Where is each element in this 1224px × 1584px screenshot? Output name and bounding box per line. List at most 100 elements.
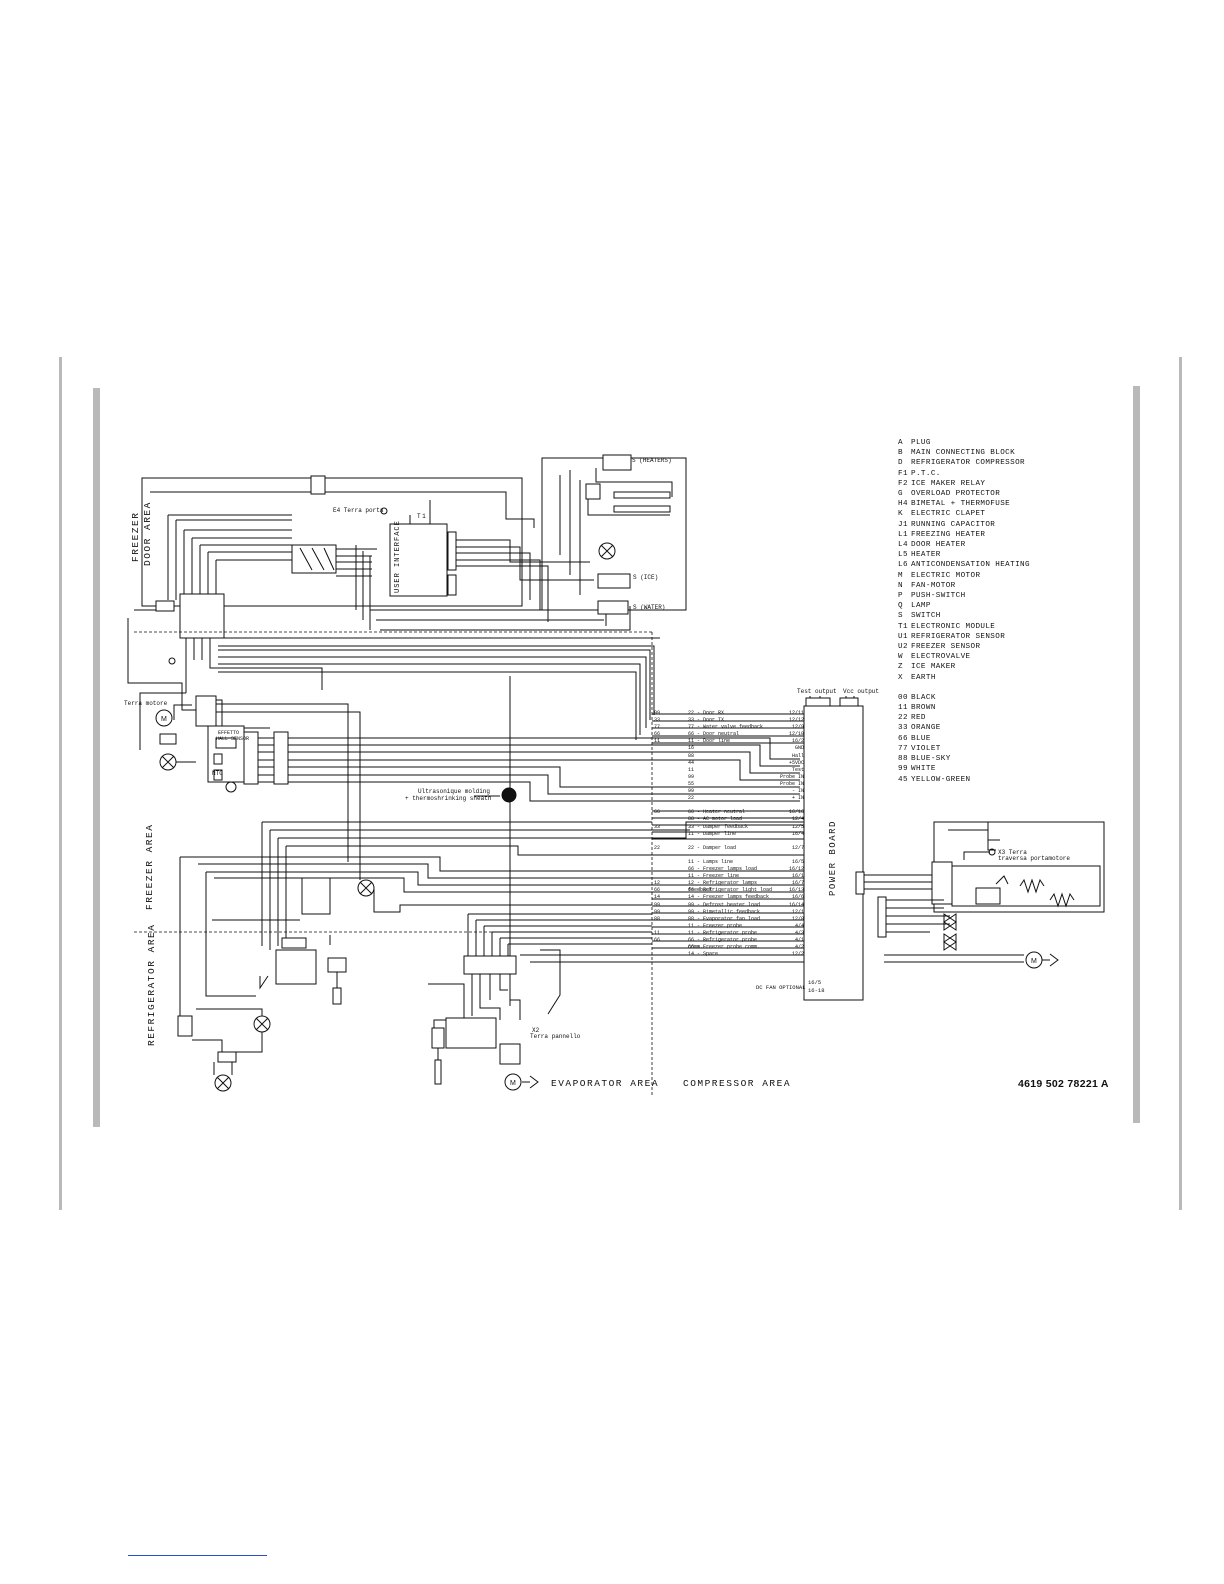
pin-signal: 66 - Door neutral: [688, 731, 740, 738]
pin-signal: 99: [688, 773, 695, 780]
pin-wire-code: 66: [654, 937, 661, 943]
pin-number: 12/8: [791, 915, 804, 922]
pin-signal: 11 - Freezer probe: [688, 922, 743, 929]
freezer-door-area-label-1: FREEZER: [130, 511, 141, 562]
pin-wire-code: [654, 788, 668, 795]
legend-label: ORANGE: [911, 724, 941, 733]
pin-wire-code: [654, 767, 668, 774]
dc-fan-label: DC FAN OPTIONAL: [756, 984, 806, 991]
legend-code: 99: [898, 765, 908, 774]
legend-label: ANTICONDENSATION HEATING: [911, 561, 1030, 570]
legend-label: BROWN: [911, 704, 936, 713]
legend-label: DOOR HEATER: [911, 541, 966, 550]
pin-wire-code: 66: [654, 731, 661, 738]
legend-code: U2: [898, 643, 908, 652]
pin-signal: 11 - Damper line: [688, 830, 737, 837]
pin-signal: 66 - Refrigerator probe comm.: [688, 937, 758, 951]
left-outer-frame-bar: [59, 357, 62, 1210]
legend-label: EARTH: [911, 673, 936, 682]
legend-label: HEATER: [911, 551, 941, 560]
legend-code: D: [898, 459, 903, 468]
legend-code: F2: [898, 479, 908, 488]
pin-number: 12/2: [791, 951, 804, 958]
legend-label: FAN-MOTOR: [911, 581, 956, 590]
pin-signal: 88 - AC motor load: [688, 816, 743, 823]
pin-number: 12/10: [788, 731, 804, 738]
legend-label: VIOLET: [911, 744, 941, 753]
pin-wire-code: [654, 753, 668, 760]
pin-signal: 22 - Door RX: [688, 710, 725, 716]
pin-signal: 88 - Evaporator fan load: [688, 915, 761, 922]
x3-sub-label: traversa portamotore: [998, 855, 1071, 862]
legend-code: U1: [898, 632, 908, 641]
e4-earth-label: E4 Terra porta: [333, 507, 384, 514]
pin-wire-code: [654, 944, 668, 951]
legend-code: N: [898, 581, 903, 590]
pin-number: 4/4: [794, 922, 804, 929]
pin-number: 4/1: [794, 937, 804, 943]
pin-wire-code: [654, 774, 668, 781]
pin-row: 66 - Freezer probe comm.4/2: [654, 944, 804, 951]
legend-code: S: [898, 612, 903, 621]
x2-label: X2: [532, 1027, 540, 1034]
pin-wire-code: 66: [654, 809, 661, 816]
switch-ice-label: S (ICE): [633, 574, 659, 581]
refrigerator-area-label: REFRIGERATOR AREA: [146, 923, 157, 1046]
pin-wire-code: 33: [654, 717, 661, 724]
ultrasonic-label-2: + thermoshrinking sheath: [405, 795, 492, 802]
pin-wire-code: 99: [654, 908, 661, 915]
legend-code: 77: [898, 744, 908, 753]
pin-signal: 11: [688, 766, 695, 773]
pin-wire-code: 77: [654, 724, 661, 731]
legend-code: G: [898, 490, 903, 499]
pin-signal: 11 - Freezer line: [688, 873, 740, 880]
pin-signal: 11 - Door line: [688, 738, 731, 745]
lower-pin-1: 16/5: [808, 979, 822, 986]
pin-wire-code: 22: [654, 844, 661, 851]
pin-number: 16/6: [791, 894, 804, 901]
pin-number: 16/16: [788, 809, 804, 816]
legend-label: FREEZER SENSOR: [911, 643, 981, 652]
pin-wire-code: 99: [654, 901, 661, 908]
legend-code: H4: [898, 500, 908, 509]
pin-signal: 33 - Damper feedback: [688, 823, 749, 830]
pin-signal: 99 - Defrost heater load: [688, 901, 761, 908]
legend-label: PLUG: [911, 439, 931, 447]
legend-code: 88: [898, 755, 908, 764]
document-number: 4619 502 78221 A: [1018, 1078, 1109, 1090]
svg-text:M: M: [161, 716, 167, 723]
pin-number: Test: [791, 766, 804, 773]
legend-label: BLUE-SKY: [911, 755, 951, 764]
wire-loop-00: [141, 477, 523, 607]
pin-number: 12/1: [791, 908, 804, 915]
legend-code: X: [898, 673, 903, 682]
x3-label: X3 Terra: [998, 849, 1027, 856]
pin-number: Hall: [791, 752, 804, 759]
legend-label: P.T.C.: [911, 469, 941, 478]
legend-code: 45: [898, 775, 908, 784]
vcc-output-label: Vcc output: [843, 688, 880, 695]
footnote-rule: [128, 1555, 267, 1556]
pin-signal: 44: [688, 759, 695, 766]
